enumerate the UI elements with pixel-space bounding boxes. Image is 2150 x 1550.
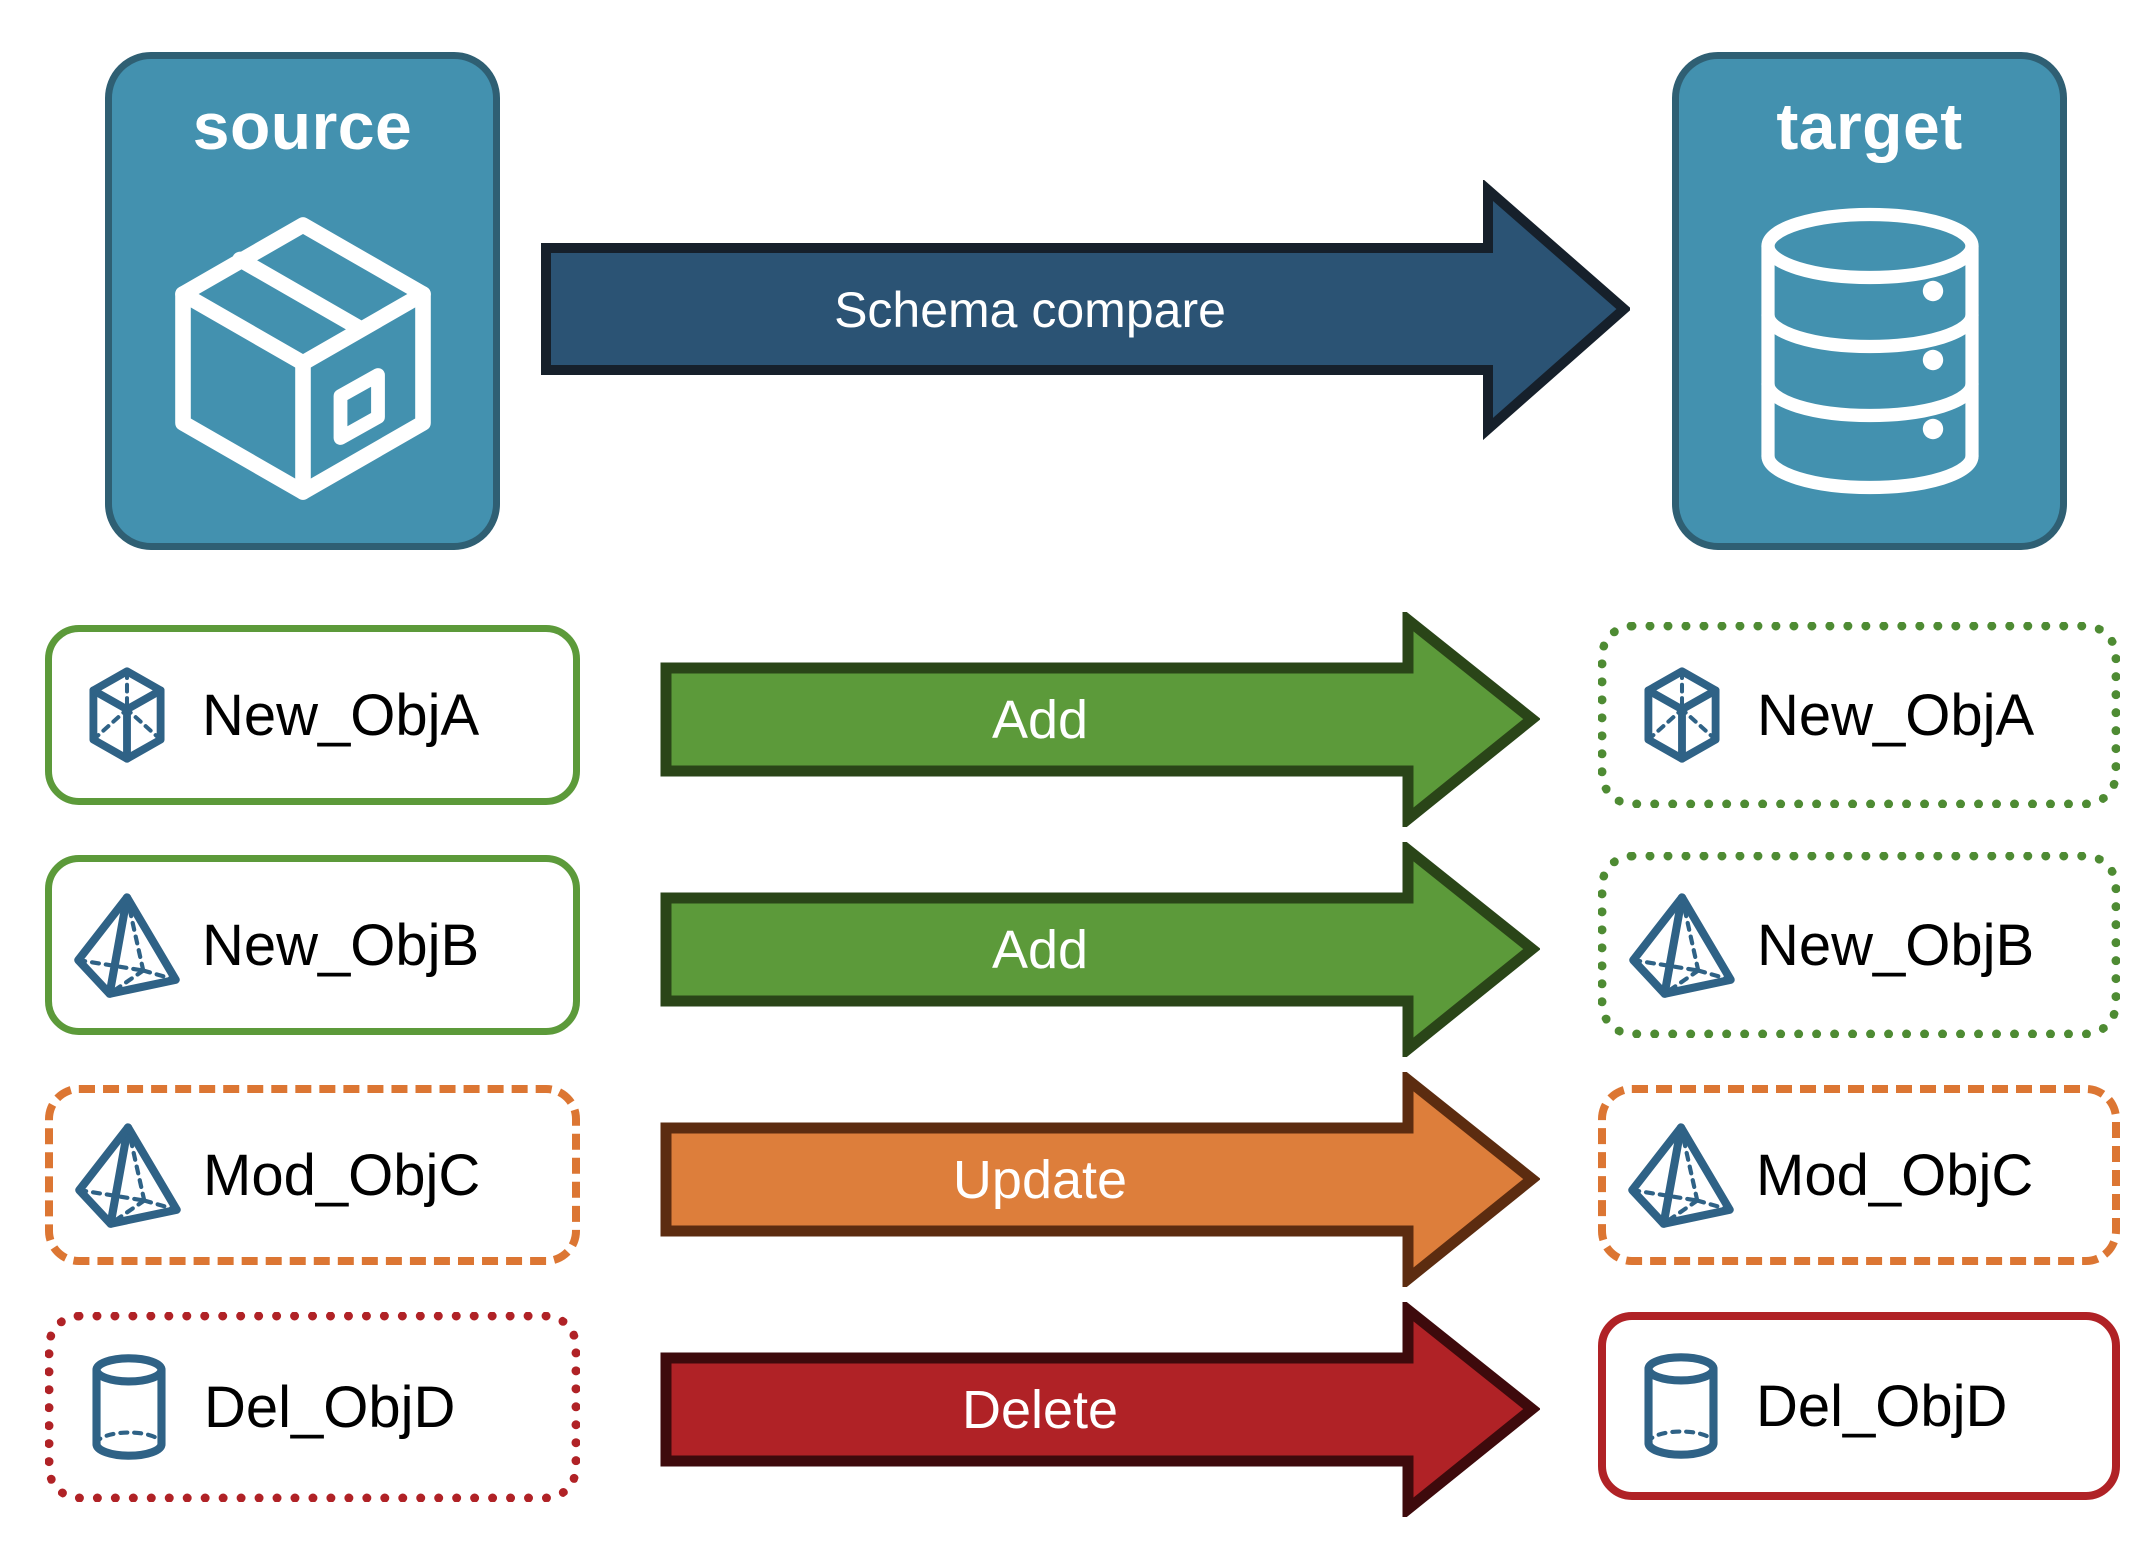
source-object-card-2[interactable]: New_ObjB xyxy=(45,855,580,1035)
cube-icon xyxy=(1607,659,1757,771)
pyramid-icon xyxy=(52,887,202,1003)
target-object-label-2: New_ObjB xyxy=(1757,912,2035,978)
pyramid-icon xyxy=(1606,1117,1756,1233)
add-arrow-1 xyxy=(660,612,1540,827)
source-endpoint-card: source xyxy=(105,52,500,550)
target-object-label-1: New_ObjA xyxy=(1757,682,2035,748)
source-object-label-3: Mod_ObjC xyxy=(203,1142,481,1208)
pyramid-icon xyxy=(53,1117,203,1233)
schema-compare-arrow xyxy=(541,180,1630,440)
source-object-label-1: New_ObjA xyxy=(202,682,480,748)
target-object-label-4: Del_ObjD xyxy=(1756,1373,2008,1439)
target-endpoint-card: target xyxy=(1672,52,2067,550)
source-object-card-1[interactable]: New_ObjA xyxy=(45,625,580,805)
source-object-label-4: Del_ObjD xyxy=(204,1374,456,1440)
target-object-card-4[interactable]: Del_ObjD xyxy=(1598,1312,2120,1500)
pyramid-icon xyxy=(1607,887,1757,1003)
target-title: target xyxy=(1776,89,1963,163)
delete-arrow xyxy=(660,1302,1540,1517)
add-arrow-2 xyxy=(660,842,1540,1057)
target-object-card-3[interactable]: Mod_ObjC xyxy=(1598,1085,2120,1265)
source-object-card-4[interactable]: Del_ObjD xyxy=(45,1312,580,1502)
database-cylinder-icon xyxy=(1679,159,2060,543)
source-title: source xyxy=(192,89,413,163)
target-object-card-2[interactable]: New_ObjB xyxy=(1598,852,2120,1038)
source-object-card-3[interactable]: Mod_ObjC xyxy=(45,1085,580,1265)
cylinder-icon xyxy=(54,1349,204,1465)
package-box-icon xyxy=(112,159,493,543)
cylinder-icon xyxy=(1606,1348,1756,1464)
source-object-label-2: New_ObjB xyxy=(202,912,480,978)
cube-icon xyxy=(52,659,202,771)
update-arrow xyxy=(660,1072,1540,1287)
target-object-label-3: Mod_ObjC xyxy=(1756,1142,2034,1208)
target-object-card-1[interactable]: New_ObjA xyxy=(1598,622,2120,808)
